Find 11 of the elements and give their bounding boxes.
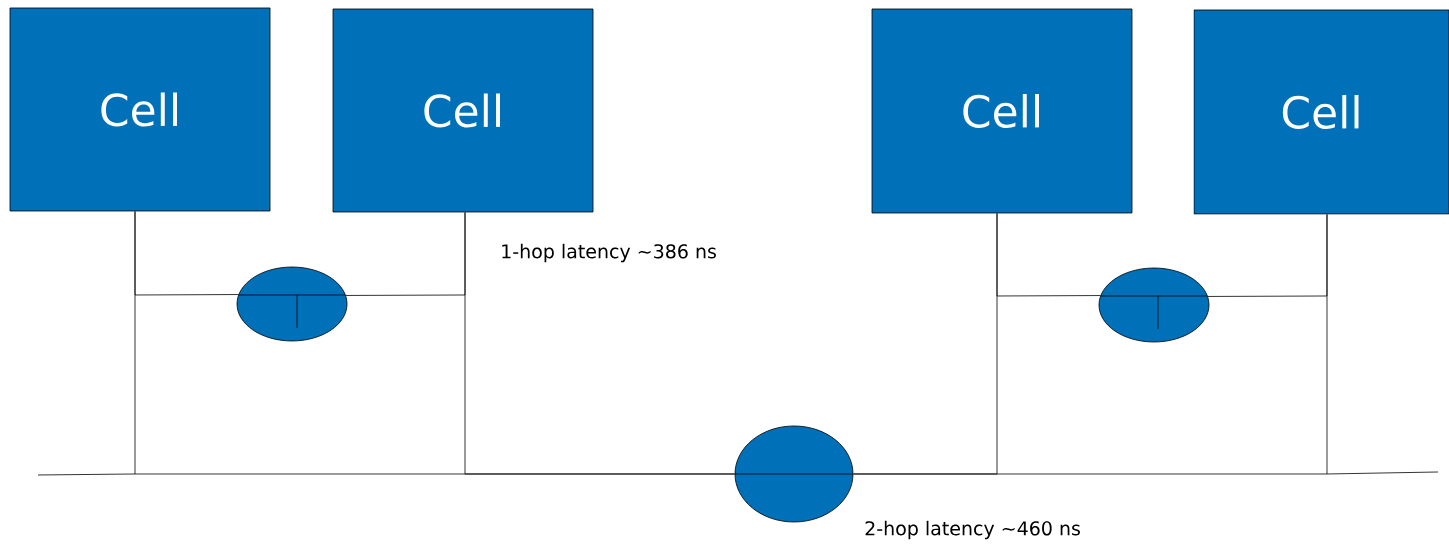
- switch-ellipse: [734, 425, 854, 523]
- latency-label: 1-hop latency ~386 ns: [502, 243, 716, 263]
- connector-line: [853, 214, 1328, 475]
- connector-line: [464, 212, 735, 475]
- switch-ellipse: [236, 266, 348, 342]
- cell-box: Cell: [1193, 9, 1449, 215]
- cell-box: Cell: [332, 8, 594, 213]
- switch-ellipse: [1098, 267, 1210, 343]
- latency-label: 2-hop latency ~460 ns: [865, 520, 1080, 540]
- cell-box: Cell: [871, 8, 1133, 214]
- cell-box: Cell: [9, 7, 271, 212]
